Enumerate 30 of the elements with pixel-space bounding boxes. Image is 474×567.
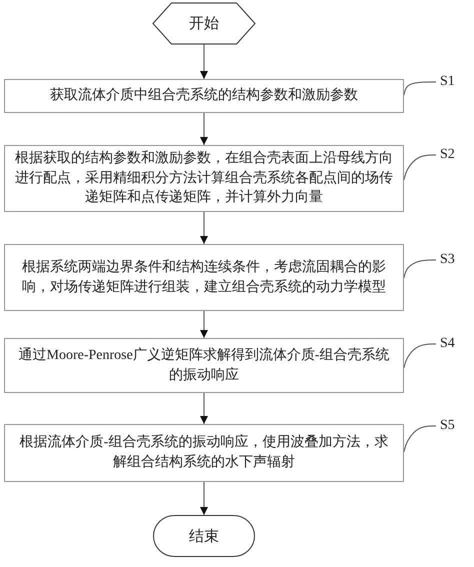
process-box <box>4 79 404 113</box>
step-label: S4 <box>440 334 470 354</box>
process-box <box>4 145 404 212</box>
leader-line <box>404 260 436 278</box>
step-text: 根据系统两端边界条件和结构连续条件，考虑流固耦合的影响，对场传递矩阵进行组装，建立组合壳系统的动力学模型 <box>21 258 387 296</box>
leader-line <box>404 426 436 452</box>
step-label: S1 <box>440 72 470 92</box>
process-box <box>4 244 404 311</box>
leader-line <box>404 344 436 368</box>
step-label: S5 <box>440 416 470 436</box>
step-text: 根据获取的结构参数和激励参数，在组合壳表面上沿母线方向进行配点，采用精细积分方法计算组合壳系统各配点间的场传递矩阵和点传递矩阵，并计算外力向量 <box>14 149 394 208</box>
arrow <box>200 482 208 516</box>
end-terminal <box>153 515 255 557</box>
step-text: 根据流体介质-组合壳系统的振动响应，使用波叠加方法，求解组合结构系统的水下声辐射 <box>18 433 390 472</box>
leader-line <box>404 154 436 180</box>
arrow <box>200 392 208 424</box>
step-label: S3 <box>440 250 470 270</box>
step-text: 通过Moore-Penrose广义逆矩阵求解得到流体介质-组合壳系统的振动响应 <box>18 346 390 384</box>
arrow <box>200 310 208 338</box>
step-label: S2 <box>440 145 470 165</box>
step-text: 获取流体介质中组合壳系统的结构参数和激励参数 <box>50 86 358 106</box>
arrow <box>200 212 208 244</box>
step-text: 结束 <box>189 528 219 546</box>
leader-line <box>404 82 436 96</box>
step-text: 开始 <box>189 15 219 33</box>
start-terminal <box>153 3 255 44</box>
process-box <box>4 424 404 482</box>
arrow <box>200 112 208 146</box>
arrow <box>200 44 208 80</box>
process-box <box>4 338 404 393</box>
